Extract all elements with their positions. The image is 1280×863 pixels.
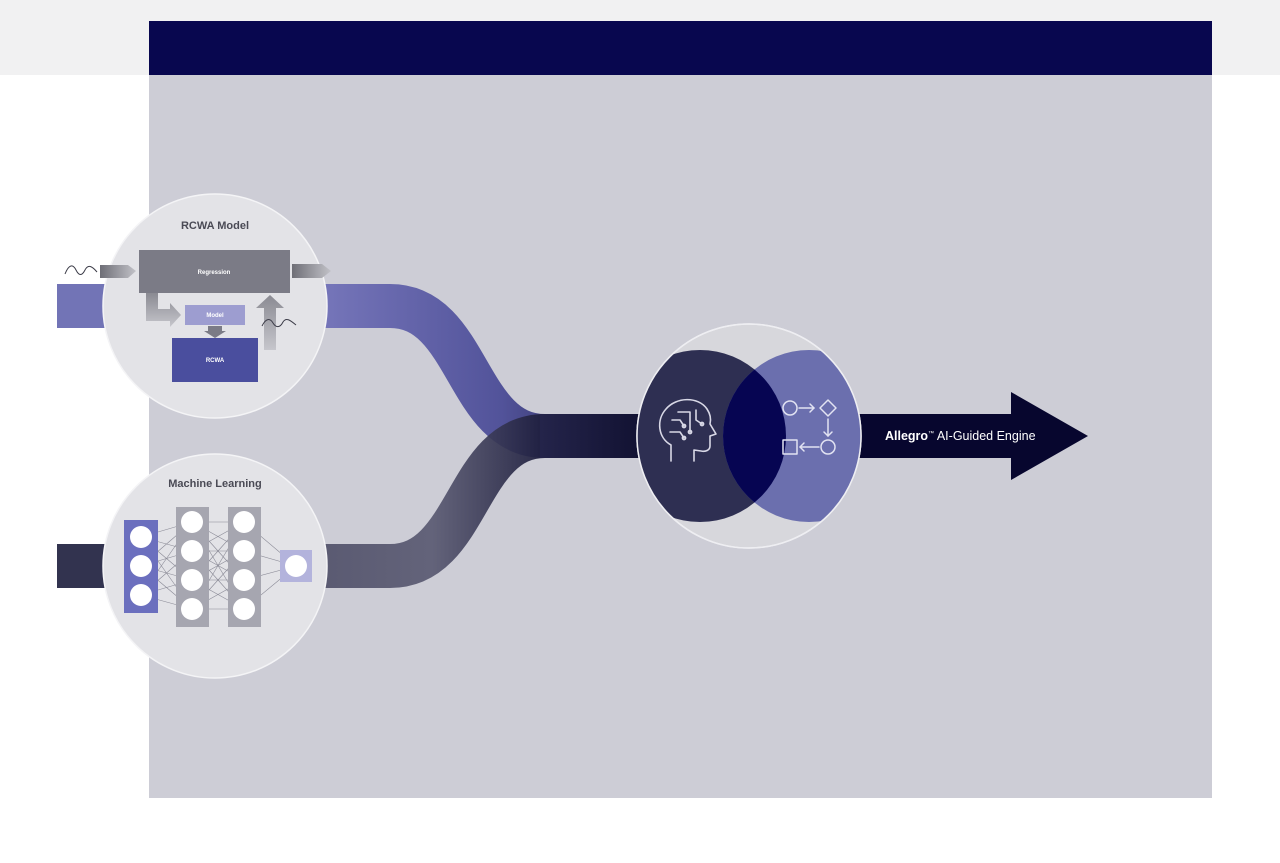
rcwa-label: RCWA bbox=[206, 358, 225, 364]
output-arrow-small bbox=[292, 264, 331, 278]
wave-icon bbox=[64, 265, 98, 275]
regression-label: Regression bbox=[198, 270, 231, 276]
rcwa-box bbox=[172, 338, 258, 382]
venn-circle bbox=[636, 323, 862, 549]
output-trademark: ™ bbox=[928, 430, 934, 437]
lower-stream bbox=[320, 414, 547, 588]
brain-circuit-icon bbox=[658, 398, 717, 462]
output-brand: Allegro bbox=[885, 429, 928, 443]
model-box bbox=[185, 305, 245, 325]
wave-icon-2 bbox=[261, 318, 297, 328]
feedback-arrow bbox=[256, 295, 284, 350]
venn-overlap bbox=[723, 350, 786, 522]
regression-box bbox=[139, 250, 290, 293]
ml-title: Machine Learning bbox=[168, 478, 262, 490]
output-label: Allegro™ AI-Guided Engine bbox=[885, 429, 1036, 443]
input-arrow bbox=[100, 265, 136, 278]
header-bar bbox=[149, 21, 1212, 76]
process-flow-icon bbox=[782, 399, 837, 455]
output-arrow bbox=[846, 392, 1088, 480]
output-text: AI-Guided Engine bbox=[934, 429, 1036, 443]
merged-stream bbox=[540, 414, 650, 458]
model-down-arrow bbox=[204, 326, 226, 338]
model-label: Model bbox=[206, 313, 224, 319]
neural-network-icon bbox=[124, 507, 312, 627]
machine-learning-node: Machine Learning bbox=[102, 453, 328, 679]
rcwa-title: RCWA Model bbox=[181, 220, 249, 232]
elbow-arrow bbox=[146, 293, 181, 327]
rcwa-model-node: RCWA Model Regression Model RCWA bbox=[64, 193, 331, 419]
